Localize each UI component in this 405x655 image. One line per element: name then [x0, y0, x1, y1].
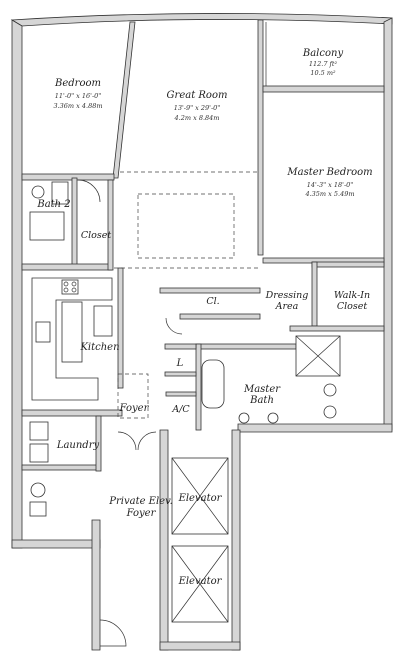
mb-toilet [323, 383, 337, 397]
wall-laundry-bottom [21, 464, 101, 471]
wall-balcony-bottom [262, 85, 385, 93]
ac-label: A/C [171, 404, 190, 415]
wall-lcloset [164, 343, 197, 350]
wall-bath2-right [71, 177, 78, 269]
bath2-vanity [51, 181, 69, 205]
kitchen-counter-l [31, 277, 113, 401]
door-bedroom [77, 179, 101, 203]
master-bath-line2: Bath [249, 395, 274, 406]
powder-toilet [30, 482, 46, 498]
door-cl [165, 317, 183, 335]
balcony-area-metric: 10.5 m² [310, 69, 336, 77]
wall-masterbath-top [195, 343, 297, 350]
washer [29, 421, 49, 441]
wall-kitchen-bottom [21, 409, 123, 417]
mb-bidet [323, 405, 337, 419]
private-elev-line1: Private Elev. [108, 496, 173, 507]
wall-ac [165, 391, 197, 397]
wall-kitchen-right [117, 267, 124, 389]
exterior-wall-top [10, 13, 393, 27]
great-room-dim-metric: 4.2m x 8.84m [174, 114, 220, 122]
foyer-dashed [117, 373, 149, 419]
elevator-2-label: Elevator [178, 576, 223, 587]
entry-wall-right [159, 429, 169, 651]
walk-in-line1: Walk-In [334, 290, 370, 301]
wall-walkin-bottom [289, 325, 385, 332]
wall-bedroom-greatroom [112, 21, 136, 179]
great-room-label: Great Room [167, 90, 228, 101]
shaft-bottom-wall [159, 641, 241, 651]
walk-in-line2: Closet [337, 301, 368, 312]
balcony-label: Balcony [302, 48, 344, 59]
door-foyer [117, 431, 157, 451]
ceiling-dashed [137, 193, 235, 259]
wall-masterbath-left [195, 343, 202, 431]
closet-label: Closet [81, 230, 112, 241]
mb-sink-2 [267, 412, 279, 424]
bath2-label: Bath 2 [36, 199, 70, 210]
dressing-area-line2: Area [275, 301, 299, 312]
laundry-label: Laundry [56, 440, 100, 451]
bath2-shower [29, 211, 65, 241]
kitchen-island [61, 301, 83, 363]
mb-sink-1 [238, 412, 250, 424]
balcony-area-imperial: 112.7 ft² [309, 60, 338, 68]
wall-laundry-right [95, 415, 102, 472]
foyer-label: Foyer [119, 403, 150, 414]
wall-lcloset-bottom [164, 371, 197, 377]
bedroom-dim-imperial: 11'-0" x 16'-0" [55, 92, 102, 100]
kitchen-sink [35, 321, 51, 343]
wall-greatroom-balcony [257, 19, 264, 256]
dressing-area-line1: Dressing [265, 290, 309, 301]
stove [61, 279, 79, 295]
l-label: L [176, 358, 184, 369]
master-bedroom-dim-imperial: 14'-3" x 18'-0" [307, 181, 354, 189]
wall-closet-right [107, 179, 114, 271]
wall-bath2-bottom [21, 263, 113, 271]
master-bedroom-dim-metric: 4.35m x 5.49m [304, 190, 354, 198]
wall-walkin-left [311, 261, 318, 327]
kitchen-label: Kitchen [79, 342, 119, 353]
exterior-wall-left [11, 19, 23, 549]
wall-walkin [311, 261, 385, 268]
door-entry [99, 619, 127, 647]
dashed-line-greatroom [114, 171, 258, 269]
bedroom-dim-metric: 3.36m x 4.88m [53, 102, 102, 110]
elevator-1-label: Elevator [178, 493, 223, 504]
elevator-shaft-wall [231, 429, 241, 651]
private-elev-line2: Foyer [126, 508, 157, 519]
exterior-wall-right [383, 17, 393, 431]
fridge [93, 305, 113, 337]
exterior-wall-bottom-left [11, 539, 101, 549]
master-bedroom-label: Master Bedroom [286, 167, 372, 178]
dryer [29, 443, 49, 463]
wall-bedroom-bottom [21, 173, 115, 181]
bath2-toilet [31, 185, 45, 199]
wall-cl [159, 287, 261, 294]
bathtub [201, 359, 225, 409]
master-bath-line1: Master [243, 384, 281, 395]
bedroom-label: Bedroom [54, 78, 101, 89]
entry-wall-left [91, 519, 101, 651]
exterior-wall-bottom-right [237, 423, 393, 433]
great-room-dim-imperial: 13'-9" x 29'-0" [174, 104, 221, 112]
powder-sink [29, 501, 47, 517]
wall-cl-bottom [179, 313, 261, 320]
cl-label: Cl. [206, 296, 219, 307]
